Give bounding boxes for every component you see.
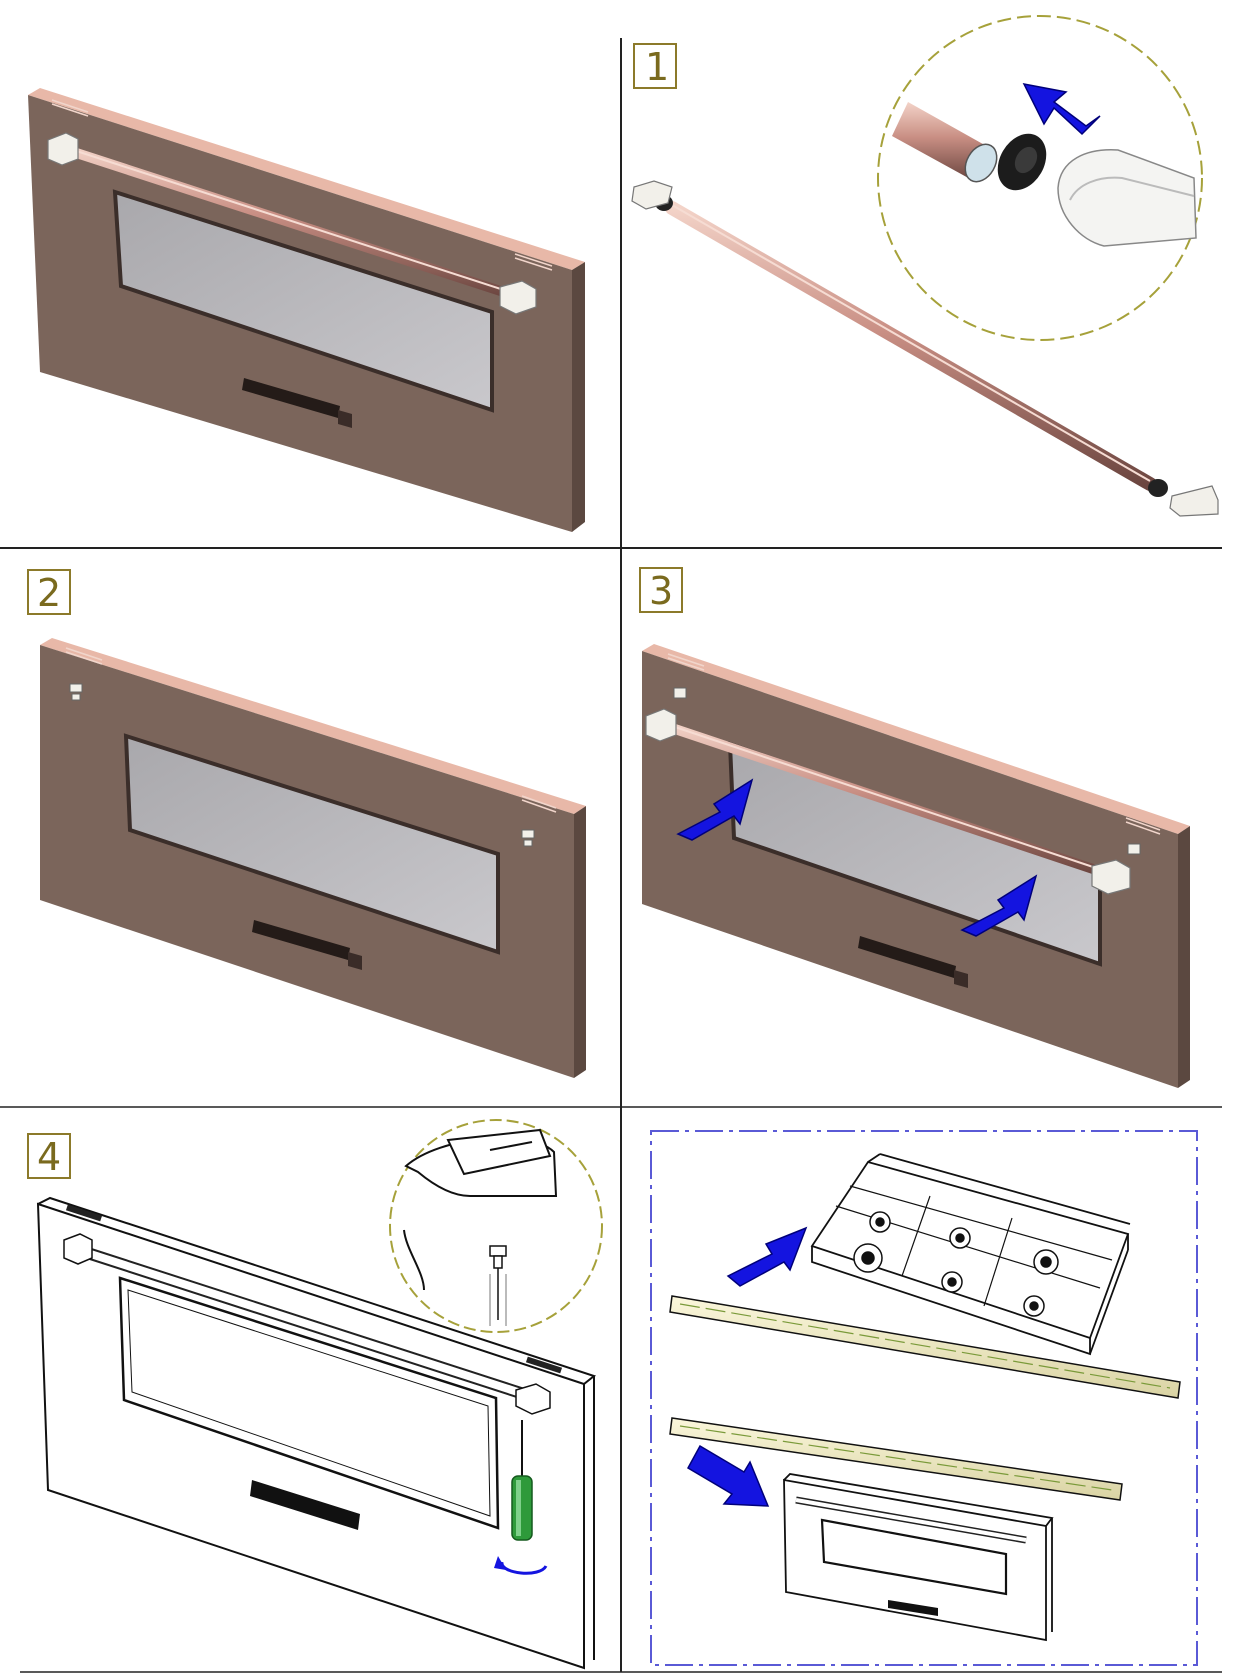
step-3-badge: 3 [639, 567, 683, 613]
brand-logo [858, 936, 968, 988]
vent-right [525, 1356, 563, 1374]
bracket-left [631, 180, 673, 210]
step-2-number: 2 [37, 571, 61, 615]
panel-step-1: 1 [631, 15, 1219, 517]
panel-related-parts [650, 1130, 1198, 1666]
blue-arrow-icon [726, 1226, 808, 1287]
door-line-drawing [36, 1196, 597, 1670]
blue-arrow-icon [676, 778, 754, 841]
oven-door-line-drawing [783, 1473, 1054, 1642]
mount-screw-right [1127, 843, 1141, 855]
long-handle-rod-1 [669, 1295, 1181, 1399]
brand-logo [252, 920, 362, 970]
panel-step-2: 2 [27, 569, 586, 1078]
step-4-badge: 4 [27, 1133, 71, 1179]
burner-icons [853, 1211, 1059, 1317]
door-top-edge [642, 644, 1190, 834]
long-handle-rod-2 [669, 1417, 1123, 1501]
loose-handle-rod [665, 201, 1157, 491]
mount-screw-left [69, 683, 83, 701]
handle-rod [53, 142, 521, 301]
panel-step-3: 3 [639, 567, 1190, 1088]
blue-arrow-icon [960, 874, 1038, 937]
new-handle-rod [655, 719, 1113, 879]
blue-arrow-icon [686, 1444, 770, 1507]
brand-logo [888, 1600, 938, 1616]
door-side-edge [574, 806, 586, 1078]
cooktop-line-drawing [810, 1153, 1131, 1356]
handle-bracket-right [1091, 859, 1131, 895]
detail-rod-opening [964, 143, 998, 183]
brand-logo [242, 378, 352, 428]
detail-circle-screw [389, 1119, 603, 1333]
panel-step-4: 4 [27, 1119, 603, 1670]
step-1-number: 1 [645, 45, 669, 89]
door-top-edge [40, 638, 586, 814]
detail-rod-end [892, 102, 990, 180]
door-side-edge [572, 262, 585, 532]
grid-dividers [0, 38, 1222, 1673]
mount-screw-right [521, 829, 535, 847]
handle-bracket-left [63, 1233, 93, 1265]
vent-left [65, 1204, 103, 1222]
handle-bracket-left [645, 708, 677, 742]
step-2-badge: 2 [27, 569, 71, 615]
blue-arrow-icon [1022, 82, 1101, 136]
bracket-right [1169, 485, 1219, 517]
brand-logo [250, 1480, 360, 1530]
vent-slots [51, 99, 553, 271]
panel-door-assembled [28, 88, 585, 532]
detail-bracket [1057, 149, 1197, 247]
step-4-number: 4 [37, 1135, 61, 1179]
handle-bracket-left [47, 132, 79, 166]
door-glass [112, 189, 494, 413]
door-side-edge [1178, 826, 1190, 1088]
handle-bracket-right [499, 280, 537, 315]
mount-screw-left [673, 687, 687, 699]
step-3-number: 3 [649, 569, 673, 613]
door-top-edge [28, 88, 585, 270]
door-glass [123, 733, 500, 955]
detail-circle-end-cap [877, 15, 1203, 341]
dashed-frame [650, 1130, 1198, 1666]
handle-bracket-right [515, 1383, 551, 1415]
step-1-badge: 1 [633, 43, 677, 89]
screwdriver-icon [511, 1420, 533, 1541]
end-cap-right [1148, 479, 1168, 497]
